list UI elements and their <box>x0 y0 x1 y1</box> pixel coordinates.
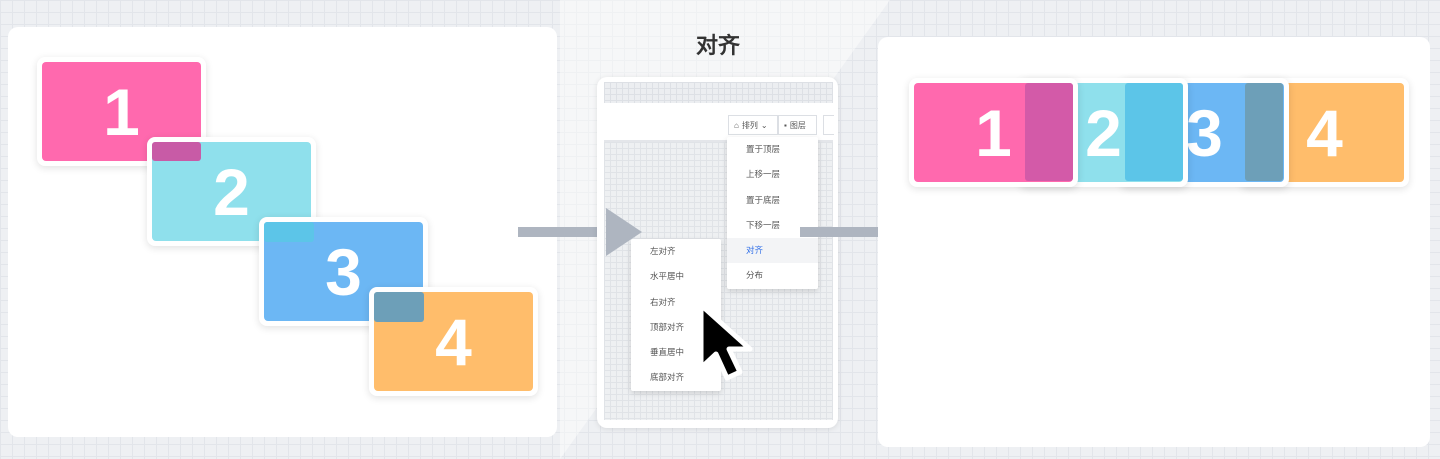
diagram-title: 对齐 <box>695 33 740 58</box>
top-strip <box>604 82 833 103</box>
menu-item-align[interactable]: 对齐 <box>727 238 818 264</box>
menu-item-send-backward[interactable]: 下移一层 <box>746 219 781 230</box>
overlap-1-2 <box>1025 83 1073 181</box>
overlap-1-2 <box>152 142 201 161</box>
arrange-icon: ⌂ <box>734 120 739 130</box>
arrow-head-icon <box>606 208 652 256</box>
cursor-icon <box>698 302 753 381</box>
menu-item-align-left[interactable]: 左对齐 <box>650 246 676 256</box>
menu-item-distribute[interactable]: 分布 <box>746 270 764 281</box>
arrange-button[interactable]: ⌂排列⌄ <box>728 115 778 135</box>
overlap-3-4 <box>1245 83 1283 181</box>
menu-item-send-to-back[interactable]: 置于底层 <box>746 194 781 205</box>
menu-item-bring-to-front[interactable]: 置于顶层 <box>746 144 781 154</box>
overlap-3-4 <box>374 292 424 322</box>
more-button[interactable] <box>823 115 834 135</box>
overlap-2-3 <box>1125 83 1183 181</box>
menu-item-align-top[interactable]: 顶部对齐 <box>650 321 685 332</box>
menu-item-bring-forward[interactable]: 上移一层 <box>746 169 781 180</box>
menu-item-align-bottom[interactable]: 底部对齐 <box>650 372 685 383</box>
arrange-menu: 置于顶层 上移一层 置于底层 下移一层 对齐 分布 <box>727 137 818 289</box>
menu-item-align-vcenter[interactable]: 垂直居中 <box>650 347 685 358</box>
layer-icon: ▪ <box>784 120 787 130</box>
menu-item-align-hcenter[interactable]: 水平居中 <box>650 271 685 282</box>
layer-button[interactable]: ▪图层 <box>778 115 817 135</box>
chevron-down-icon: ⌄ <box>760 120 768 130</box>
menu-item-align-right[interactable]: 右对齐 <box>650 296 676 307</box>
overlap-2-3 <box>264 222 314 242</box>
